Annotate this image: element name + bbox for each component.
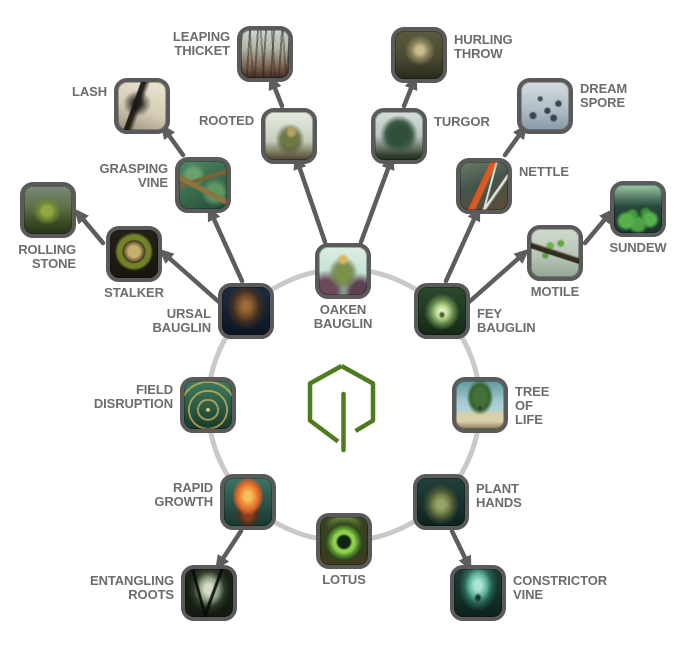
node-hurling-throw: HURLING THROW: [391, 27, 513, 83]
edge-ursal-stalker: [158, 248, 222, 305]
edge-ursal-grasping-vine: [207, 205, 245, 284]
node-leaping-thicket: LEAPING THICKET: [173, 26, 293, 82]
oaken-bauglin-icon[interactable]: [315, 243, 371, 299]
dream-spore-icon[interactable]: [517, 78, 573, 134]
hex-seed-logo: [307, 364, 376, 453]
hurling-throw-icon[interactable]: [391, 27, 447, 83]
ursal-bauglin-label: URSAL BAUGLIN: [152, 306, 211, 335]
sundew-icon[interactable]: [610, 181, 666, 237]
lotus-label: LOTUS: [322, 572, 366, 587]
node-fey-bauglin: FEY BAUGLIN: [414, 283, 536, 339]
node-rapid-growth: RAPID GROWTH: [154, 474, 276, 530]
rapid-growth-label: RAPID GROWTH: [154, 480, 213, 509]
rooted-label: ROOTED: [198, 113, 254, 128]
node-lotus: LOTUS: [316, 513, 372, 587]
oaken-bauglin-label: OAKEN BAUGLIN: [313, 302, 373, 331]
leaping-thicket-label: LEAPING THICKET: [172, 29, 230, 58]
entangling-roots-icon[interactable]: [181, 565, 237, 621]
motile-label: MOTILE: [530, 284, 580, 299]
node-nettle: NETTLE: [456, 158, 569, 214]
rolling-stone-label: ROLLING STONE: [18, 242, 76, 271]
edge-motile-sundew: [582, 208, 615, 246]
plant-hands-label: PLANT HANDS: [476, 481, 522, 510]
lotus-icon[interactable]: [316, 513, 372, 569]
node-stalker: STALKER: [104, 226, 164, 300]
edge-nettle-dream-spore: [502, 123, 528, 158]
edge-fey-nettle: [443, 205, 481, 284]
grasping-vine-icon[interactable]: [175, 157, 231, 213]
node-ursal-bauglin: URSAL BAUGLIN: [152, 283, 274, 339]
field-disruption-label: FIELD DISRUPTION: [93, 382, 173, 411]
turgor-label: TURGOR: [434, 114, 490, 129]
node-entangling-roots: ENTANGLING ROOTS: [90, 565, 237, 621]
constrictor-vine-icon[interactable]: [450, 565, 506, 621]
grasping-vine-label: GRASPING VINE: [99, 161, 168, 190]
leaping-thicket-icon[interactable]: [237, 26, 293, 82]
node-turgor: TURGOR: [371, 108, 490, 164]
constrictor-vine-label: CONSTRICTOR VINE: [513, 573, 607, 602]
edge-grasping-vine-lash: [160, 123, 186, 158]
node-plant-hands: PLANT HANDS: [413, 474, 522, 530]
stalker-icon[interactable]: [106, 226, 162, 282]
edge-fey-motile: [466, 248, 530, 305]
field-disruption-icon[interactable]: [180, 377, 236, 433]
node-constrictor-vine: CONSTRICTOR VINE: [450, 565, 607, 621]
plant-hands-icon[interactable]: [413, 474, 469, 530]
node-grasping-vine: GRASPING VINE: [99, 157, 231, 213]
turgor-icon[interactable]: [371, 108, 427, 164]
rooted-icon[interactable]: [261, 108, 317, 164]
sundew-label: SUNDEW: [609, 240, 667, 255]
edge-oaken-rooted: [293, 154, 328, 245]
edge-rooted-leaping-thicket: [268, 74, 285, 109]
rapid-growth-icon[interactable]: [220, 474, 276, 530]
hurling-throw-label: HURLING THROW: [454, 32, 513, 61]
node-oaken-bauglin: OAKEN BAUGLIN: [314, 243, 372, 331]
edge-stalker-rolling-stone: [73, 208, 106, 246]
entangling-roots-label: ENTANGLING ROOTS: [90, 573, 174, 602]
motile-icon[interactable]: [527, 225, 583, 281]
node-lash: LASH: [72, 78, 170, 134]
rolling-stone-icon[interactable]: [20, 182, 76, 238]
nettle-label: NETTLE: [519, 164, 569, 179]
lash-label: LASH: [72, 84, 107, 99]
edge-rapid-growth-entangling-roots: [215, 528, 244, 571]
nettle-icon[interactable]: [456, 158, 512, 214]
tree-of-life-label: TREE OF LIFE: [515, 384, 550, 427]
edges: [73, 74, 615, 572]
node-field-disruption: FIELD DISRUPTION: [94, 377, 236, 433]
stalker-label: STALKER: [104, 285, 164, 300]
edge-turgor-hurling-throw: [401, 74, 418, 109]
fey-bauglin-label: FEY BAUGLIN: [477, 306, 536, 335]
ursal-bauglin-icon[interactable]: [218, 283, 274, 339]
edge-oaken-turgor: [358, 154, 395, 245]
edge-plant-hands-constrictor-vine: [449, 528, 472, 572]
node-sundew: SUNDEW: [609, 181, 667, 255]
dream-spore-label: DREAM SPORE: [580, 81, 628, 110]
node-rolling-stone: ROLLING STONE: [18, 182, 76, 271]
fey-bauglin-icon[interactable]: [414, 283, 470, 339]
node-motile: MOTILE: [527, 225, 583, 299]
lash-icon[interactable]: [114, 78, 170, 134]
tree-of-life-icon[interactable]: [452, 377, 508, 433]
node-dream-spore: DREAM SPORE: [517, 78, 627, 134]
node-tree-of-life: TREE OF LIFE: [452, 377, 549, 433]
node-rooted: ROOTED: [199, 108, 317, 164]
